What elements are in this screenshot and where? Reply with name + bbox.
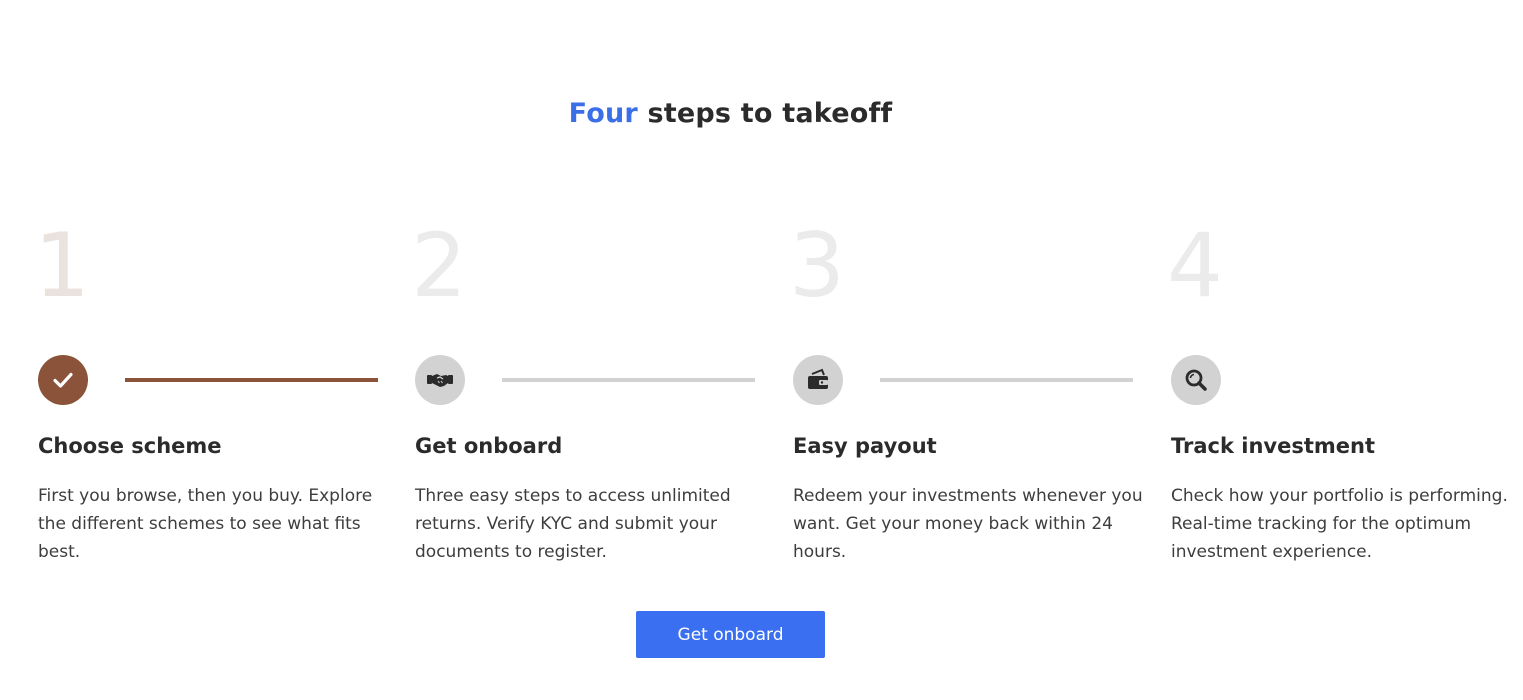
step-number: 3 (789, 214, 845, 317)
step-title: Easy payout (793, 434, 937, 458)
step-title: Choose scheme (38, 434, 222, 458)
step-title: Track investment (1171, 434, 1376, 458)
search-icon (1171, 355, 1221, 405)
step-description: Check how your portfolio is performing. … (1171, 486, 1508, 562)
wallet-icon (793, 355, 843, 405)
step-description: First you browse, then you buy. Explore … (38, 486, 373, 562)
heading-rest: steps to takeoff (637, 98, 893, 129)
step-number: 2 (411, 214, 467, 317)
handshake-icon (415, 355, 465, 405)
step-connector (880, 378, 1133, 382)
get-onboard-button[interactable]: Get onboard (636, 611, 825, 658)
checkmark-icon (38, 355, 88, 405)
step-connector (502, 378, 755, 382)
step-number: 4 (1167, 214, 1223, 317)
heading-accent: Four (568, 98, 638, 129)
section-heading: Four steps to takeoff (0, 98, 1461, 129)
step-easy-payout: 3 Easy payout Redeem your investments wh… (789, 0, 1173, 600)
step-get-onboard: 2 Get onboard Three easy steps to access… (411, 0, 795, 600)
step-choose-scheme: 1 Choose scheme First you browse, then y… (34, 0, 418, 600)
step-connector (125, 378, 378, 382)
step-title: Get onboard (415, 434, 563, 458)
step-track-investment: 4 Track investment Check how your portfo… (1167, 0, 1523, 600)
step-description: Redeem your investments whenever you wan… (793, 486, 1143, 562)
step-number: 1 (34, 214, 90, 317)
step-description: Three easy steps to access unlimited ret… (415, 486, 731, 562)
